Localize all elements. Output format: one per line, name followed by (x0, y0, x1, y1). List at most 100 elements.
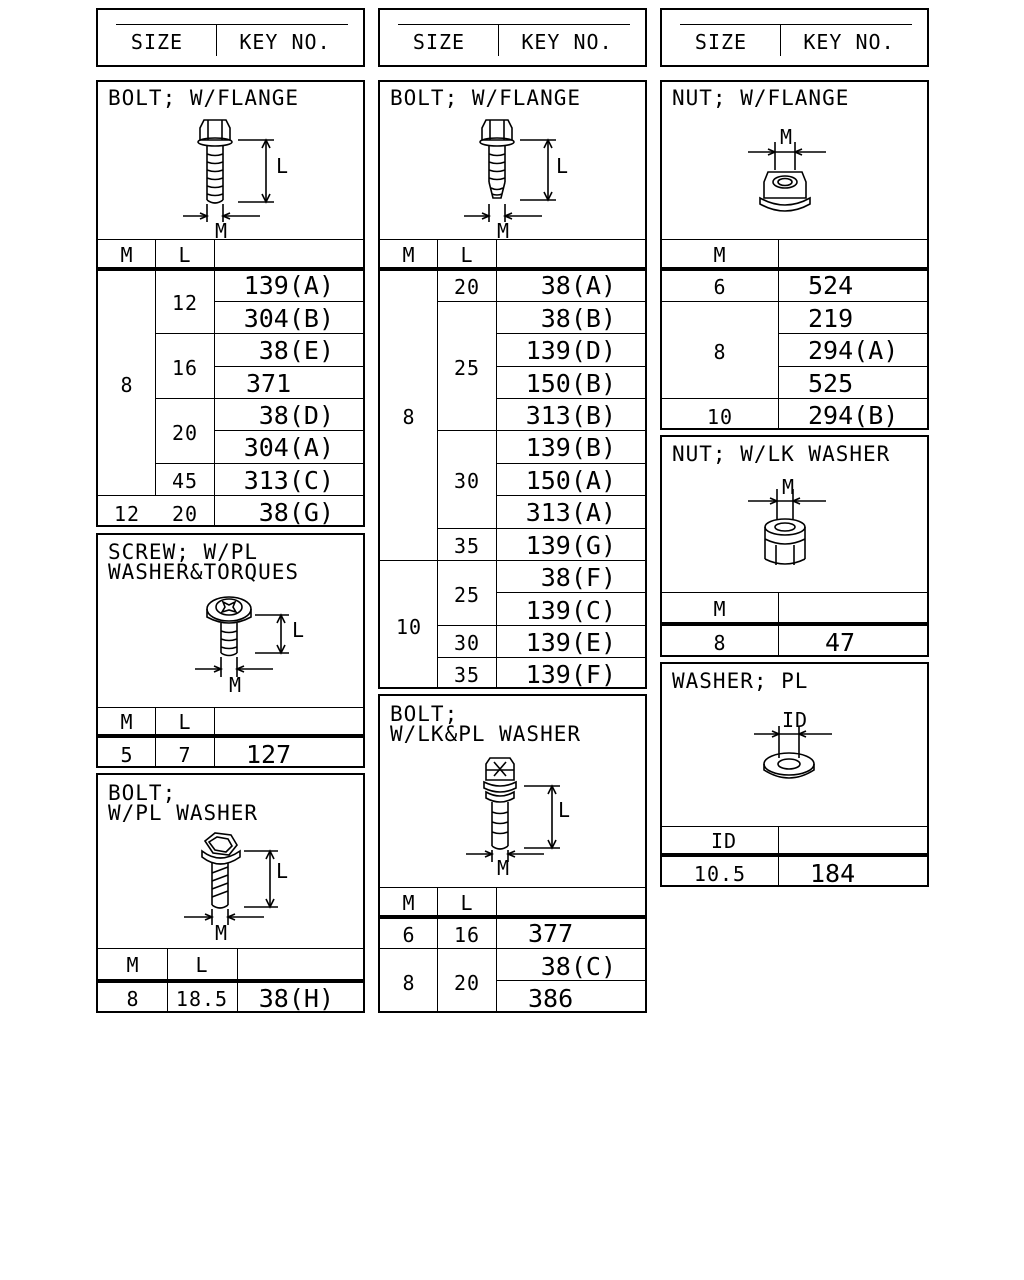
dim-l-label: L (558, 798, 572, 822)
col-m-header: M (120, 710, 134, 734)
key-no-value: 304(B) (243, 304, 334, 333)
key-no-value: 139(A) (243, 271, 334, 300)
size-key-header-1: SIZE KEY NO. (96, 8, 365, 67)
size-key-header-3: SIZE KEY NO. (660, 8, 929, 67)
l-value: 20 (453, 275, 481, 299)
size-key-header-2: SIZE KEY NO. (378, 8, 647, 67)
part-title-line2: WASHER&TORQUES (108, 560, 300, 584)
key-no-label: KEY NO. (521, 30, 613, 54)
key-no-value: 38(D) (258, 401, 334, 430)
col-l-header: L (460, 243, 474, 267)
l-value: 20 (171, 502, 199, 526)
bolt-lk-pl-washer-panel: BOLT; W/LK&PL WASHER L M M L 6 8 16 20 3… (378, 694, 647, 1013)
flange-bolt-icon (178, 110, 288, 240)
m-value: 10 (395, 615, 423, 639)
key-no-value: 38(F) (540, 563, 616, 592)
key-no-value: 47 (825, 628, 856, 657)
flange-bolt-tapered-icon (462, 110, 572, 240)
nut-lk-washer-panel: NUT; W/LK WASHER M M 8 47 (660, 435, 929, 657)
dim-l-label: L (292, 618, 306, 642)
key-no-value: 139(C) (525, 596, 616, 625)
key-no-value: 139(G) (525, 531, 616, 560)
id-value: 10.5 (693, 862, 747, 886)
dim-m-label: M (780, 125, 794, 149)
dim-m-label: M (497, 856, 511, 880)
col-m-header: M (713, 243, 727, 267)
m-value: 8 (402, 405, 416, 429)
bolt-flange-panel-middle: BOLT; W/FLANGE L M M L 8 10 20 25 (378, 80, 647, 689)
key-no-label: KEY NO. (239, 30, 331, 54)
part-title: BOLT; W/FLANGE (390, 86, 582, 110)
part-title-line1: BOLT; (390, 702, 459, 726)
l-value: 20 (453, 971, 481, 995)
l-value: 35 (453, 663, 481, 687)
m-value: 8 (126, 987, 140, 1011)
dim-l-label: L (276, 154, 290, 178)
key-no-value: 150(A) (525, 466, 616, 495)
col-l-header: L (178, 710, 192, 734)
part-title-line1: BOLT; (108, 781, 177, 805)
key-no-value: 313(B) (525, 401, 616, 430)
dim-id-label: ID (782, 708, 809, 732)
m-value: 6 (713, 275, 727, 299)
dim-m-label: M (782, 475, 796, 499)
key-no-value: 371 (246, 369, 292, 398)
m-value: 6 (402, 923, 416, 947)
hex-bolt-washer-icon (182, 829, 292, 939)
flange-nut-icon (746, 132, 836, 232)
bolt-pl-washer-panel: BOLT; W/PL WASHER L M M L 8 18.5 38(H) (96, 773, 365, 1013)
l-value: 30 (453, 631, 481, 655)
col-m-header: M (120, 243, 134, 267)
l-value: 25 (453, 583, 481, 607)
bolt-flange-panel-left: BOLT; W/FLANGE L M M L 8 12 12 16 20 45 (96, 80, 365, 527)
key-no-value: 38(C) (540, 952, 616, 981)
size-label: SIZE (130, 30, 184, 54)
key-no-value: 38(G) (258, 498, 334, 527)
l-value: 20 (171, 421, 199, 445)
m-value: 10 (706, 405, 734, 429)
key-no-value: 184 (810, 859, 856, 888)
m-value: 8 (713, 631, 727, 655)
m-value: 5 (120, 743, 134, 767)
l-value: 12 (171, 291, 199, 315)
col-m-header: M (126, 953, 140, 977)
part-title: WASHER; PL (672, 669, 809, 693)
dim-m-label: M (229, 673, 243, 697)
key-no-value: 139(B) (525, 433, 616, 462)
key-no-value: 524 (808, 271, 854, 300)
key-no-value: 386 (528, 984, 574, 1013)
key-no-value: 377 (528, 919, 574, 948)
key-no-value: 294(B) (808, 401, 899, 430)
key-no-value: 525 (808, 369, 854, 398)
l-value: 30 (453, 469, 481, 493)
bolt-lock-washer-icon (464, 750, 574, 880)
col-id-header: ID (710, 829, 738, 853)
key-no-label: KEY NO. (803, 30, 895, 54)
l-value: 45 (171, 469, 199, 493)
key-no-value: 127 (246, 740, 292, 769)
part-title-line1: SCREW; W/PL (108, 540, 259, 564)
dim-m-label: M (215, 219, 229, 243)
col-l-header: L (195, 953, 209, 977)
key-no-value: 313(A) (525, 498, 616, 527)
screw-pl-washer-panel: SCREW; W/PL WASHER&TORQUES L M M L 5 7 1… (96, 533, 365, 768)
key-no-value: 304(A) (243, 433, 334, 462)
l-value: 35 (453, 534, 481, 558)
l-value: 16 (453, 923, 481, 947)
key-no-value: 38(E) (258, 336, 334, 365)
lock-washer-nut-icon (746, 481, 836, 581)
l-value: 16 (171, 356, 199, 380)
col-m-header: M (713, 597, 727, 621)
part-title: NUT; W/FLANGE (672, 86, 850, 110)
key-no-value: 150(B) (525, 369, 616, 398)
m-value: 8 (120, 373, 134, 397)
key-no-value: 313(C) (243, 466, 334, 495)
part-title-line2: W/LK&PL WASHER (390, 722, 582, 746)
key-no-value: 219 (808, 304, 854, 333)
col-m-header: M (402, 891, 416, 915)
l-value: 7 (178, 743, 192, 767)
dim-m-label: M (497, 219, 511, 243)
torx-screw-icon (193, 587, 303, 697)
m-value: 12 (113, 502, 141, 526)
key-no-value: 38(H) (258, 984, 334, 1013)
